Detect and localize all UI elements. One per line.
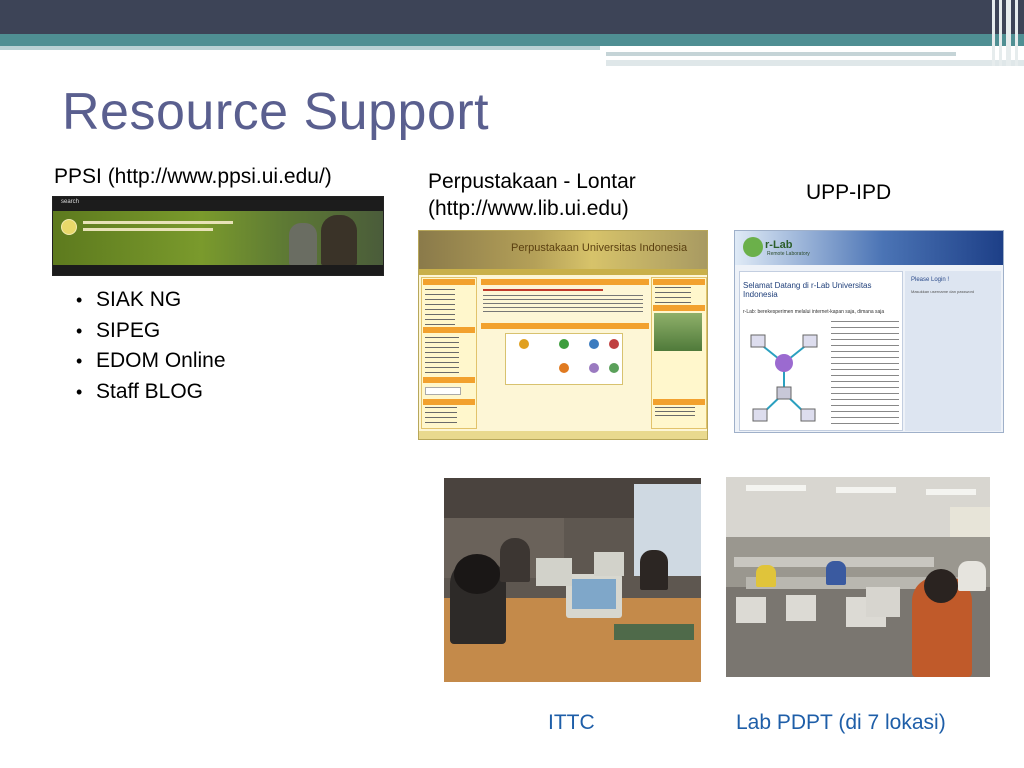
vertical-stripes (990, 0, 1024, 66)
ppsi-search-label: search (61, 199, 80, 205)
services-list: SIAK NG SIPEG EDOM Online Staff BLOG (74, 285, 226, 407)
pdpt-caption: Lab PDPT (di 7 lokasi) (736, 711, 946, 734)
library-caption: Perpustakaan - Lontar (http://www.lib.ui… (428, 168, 636, 222)
slide-title: Resource Support (62, 83, 490, 141)
rlab-login-label: Please Login ! (911, 277, 950, 283)
rlab-logo-text: r-Lab (765, 239, 793, 251)
accent-line (0, 46, 600, 50)
rlab-website-screenshot: r-Lab Remote Laboratory Selamat Datang d… (734, 230, 1004, 433)
rlab-welcome-text: Selamat Datang di r-Lab Universitas Indo… (743, 281, 872, 299)
accent-line (606, 60, 1024, 66)
teal-band (0, 34, 1024, 46)
library-website-screenshot: Perpustakaan Universitas Indonesia (418, 230, 708, 440)
ppsi-banner-image: search (52, 196, 384, 276)
ppsi-caption: PPSI (http://www.ppsi.ui.edu/) (54, 165, 332, 188)
library-caption-url: (http://www.lib.ui.edu) (428, 197, 629, 220)
list-item: SIPEG (74, 316, 226, 347)
list-item: EDOM Online (74, 346, 226, 377)
pdpt-lab-photo (726, 477, 990, 677)
network-diagram-icon (750, 334, 818, 422)
ittc-caption: ITTC (548, 711, 595, 734)
rlab-logo-subtitle: Remote Laboratory (767, 251, 810, 257)
library-banner-title: Perpustakaan Universitas Indonesia (511, 242, 688, 254)
list-item: Staff BLOG (74, 377, 226, 408)
rlab-login-hint: Masukkan username dan password (911, 289, 975, 294)
university-logo-icon (61, 219, 77, 235)
top-banner (0, 0, 1024, 34)
accent-line (606, 52, 956, 56)
rlab-subtitle-text: r-Lab: berekesperimen melalui internet-k… (743, 309, 885, 315)
list-item: SIAK NG (74, 285, 226, 316)
upp-ipd-caption: UPP-IPD (806, 181, 892, 204)
ittc-lab-photo (444, 478, 701, 682)
library-caption-name: Perpustakaan - Lontar (428, 170, 636, 193)
